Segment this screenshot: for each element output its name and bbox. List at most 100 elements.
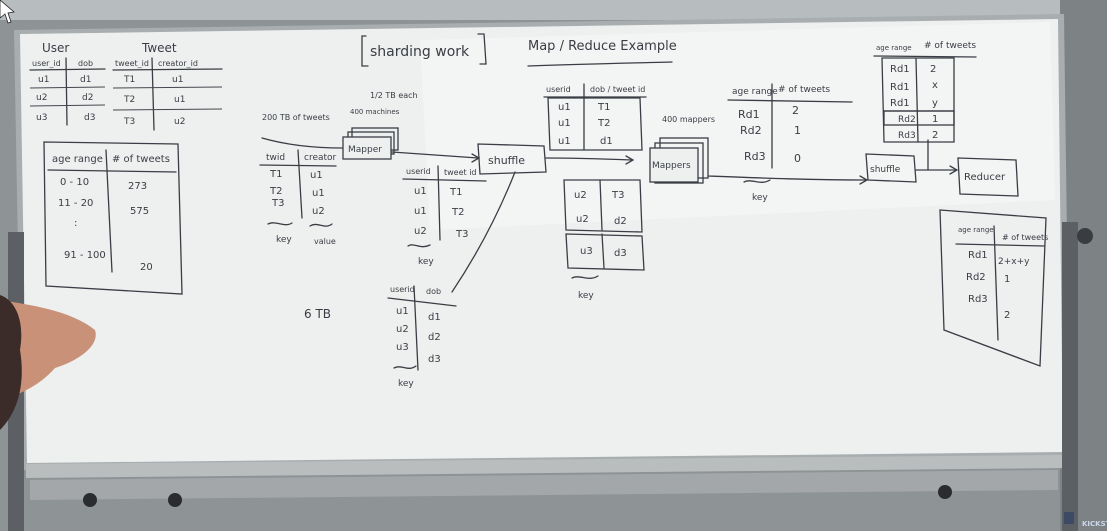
- presenter-hand: [0, 300, 96, 400]
- marker-tray: [26, 455, 1066, 478]
- tweet-table-title: Tweet: [141, 41, 177, 55]
- map-out-header: userid: [406, 167, 431, 176]
- user-col-header: dob: [78, 59, 93, 68]
- shuffle-col-header: userid: [546, 85, 571, 94]
- logo-badge: [1064, 512, 1074, 524]
- kickstart-logo: KICKST: [1064, 512, 1107, 528]
- tweet-cell: u1: [172, 75, 183, 85]
- shuffle-cell: u1: [558, 118, 571, 129]
- mapper-label: Mapper: [348, 145, 382, 155]
- shuffle2-label: shuffle: [870, 165, 901, 175]
- user-cell: d2: [82, 93, 93, 103]
- map-input-cell: u1: [310, 170, 323, 181]
- age-rd-key-label: key: [752, 193, 768, 203]
- dob-cell: u2: [396, 324, 409, 335]
- dob-cell: d2: [428, 332, 441, 343]
- board-subtitle-group: Map / Reduce Example: [527, 39, 677, 67]
- wheel: [168, 493, 182, 507]
- user-cell: u1: [38, 75, 49, 85]
- shuffle-block3-cell: d3: [614, 248, 627, 259]
- map-out-cell: u1: [414, 186, 427, 197]
- shuffle-cell: u1: [558, 136, 571, 147]
- final-table: age range # of tweets Rd1 2+x+y Rd2 1 Rd…: [939, 209, 1048, 367]
- tweet-cell: T1: [123, 75, 135, 85]
- map-out-key-label: key: [418, 257, 434, 267]
- map-out-cell: u2: [414, 226, 427, 237]
- final-table-cell: Rd3: [968, 294, 988, 305]
- right-table-cell: x: [932, 80, 938, 91]
- map-input-cell: T1: [269, 169, 282, 180]
- final-table-cell: 1: [1004, 274, 1010, 285]
- dob-cell: u3: [396, 342, 409, 353]
- right-table-cell: y: [932, 98, 938, 109]
- shuffle-block3-cell: u3: [580, 246, 593, 257]
- map-size-label: 200 TB of tweets: [262, 113, 330, 122]
- stand-knob: [1077, 228, 1093, 244]
- user-cell: d3: [84, 113, 95, 123]
- tweet-cell: T3: [123, 117, 135, 127]
- right-table-cell: 1: [932, 114, 938, 125]
- shuffle-key-label: key: [578, 291, 594, 301]
- tweet-table: Tweet tweet_id creator_id T1 u1 T2 u1 T3…: [112, 41, 223, 131]
- user-cell: d1: [80, 75, 91, 85]
- tweet-cell: u2: [174, 117, 185, 127]
- right-table-header: age range: [876, 44, 912, 52]
- right-table-cell: Rd1: [890, 64, 910, 75]
- shuffle-block2-cell: d2: [614, 216, 627, 227]
- age-range-table: age range # of tweets 0 - 10 273 11 - 20…: [43, 141, 183, 295]
- age-col-header: # of tweets: [112, 154, 170, 165]
- board-subtitle: Map / Reduce Example: [528, 39, 677, 54]
- tweet-col-header: tweet_id: [115, 59, 149, 68]
- right-table-cell: 2: [932, 130, 938, 141]
- reducer-label: Reducer: [964, 172, 1006, 183]
- map-input-header: creator: [304, 153, 337, 163]
- room-top: [0, 0, 1107, 20]
- age-cell: 91 - 100: [64, 250, 106, 261]
- map-value-label: value: [314, 237, 336, 246]
- shuffle-label: shuffle: [488, 154, 525, 167]
- dob-size-label: 6 TB: [304, 307, 331, 321]
- final-table-cell: 2: [1004, 310, 1010, 321]
- stand-right-pole: [1062, 222, 1078, 531]
- tweet-col-header: creator_id: [158, 59, 198, 68]
- right-table-cell: Rd2: [898, 115, 916, 125]
- shuffle-cell: d1: [600, 136, 613, 147]
- right-table-cell: Rd1: [890, 98, 910, 109]
- map-input-cell: u2: [312, 206, 325, 217]
- shuffle-block2-cell: u2: [576, 214, 589, 225]
- map-half-label: 1/2 TB each: [370, 91, 418, 100]
- age-col-header: age range: [52, 154, 103, 165]
- right-table-cell: Rd3: [898, 131, 916, 141]
- age-rd-cell: Rd2: [740, 124, 762, 137]
- final-table-header: # of tweets: [1002, 233, 1048, 242]
- tweet-cell: T2: [123, 95, 135, 105]
- age-rd-cell: 1: [794, 124, 801, 137]
- right-table-cell: Rd1: [890, 82, 910, 93]
- age-rd-header: # of tweets: [778, 85, 830, 95]
- final-table-cell: 2+x+y: [998, 257, 1030, 267]
- map-out-cell: T1: [449, 187, 462, 198]
- dob-stage: 6 TB userid dob u1 d1 u2 d2 u3 d3 key: [304, 171, 516, 389]
- age-cell: 11 - 20: [58, 198, 93, 209]
- wheel: [938, 485, 952, 499]
- dob-cell: u1: [396, 306, 409, 317]
- map-out-cell: T3: [455, 229, 468, 240]
- stand-bar: [30, 470, 1058, 500]
- shuffle-block2-cell: u2: [574, 190, 587, 201]
- map-input-cell: u1: [312, 188, 325, 199]
- final-table-cell: Rd1: [968, 250, 988, 261]
- user-cell: u2: [36, 93, 47, 103]
- board-glare: [420, 22, 1055, 230]
- map-out-cell: T2: [451, 207, 464, 218]
- user-table: User user_id dob u1 d1 u2 d2 u3 d3: [29, 41, 106, 126]
- right-table-header: # of tweets: [924, 41, 976, 51]
- mapper2-count-label: 400 mappers: [662, 115, 715, 124]
- logo-text: KICKST: [1082, 520, 1107, 528]
- board-title-group: sharding work: [361, 33, 487, 67]
- presenter-sleeve: [0, 295, 22, 430]
- wheel: [83, 493, 97, 507]
- final-table-cell: Rd2: [966, 272, 986, 283]
- shuffle-block2-cell: T3: [611, 190, 624, 201]
- map-input-header: twid: [266, 153, 285, 163]
